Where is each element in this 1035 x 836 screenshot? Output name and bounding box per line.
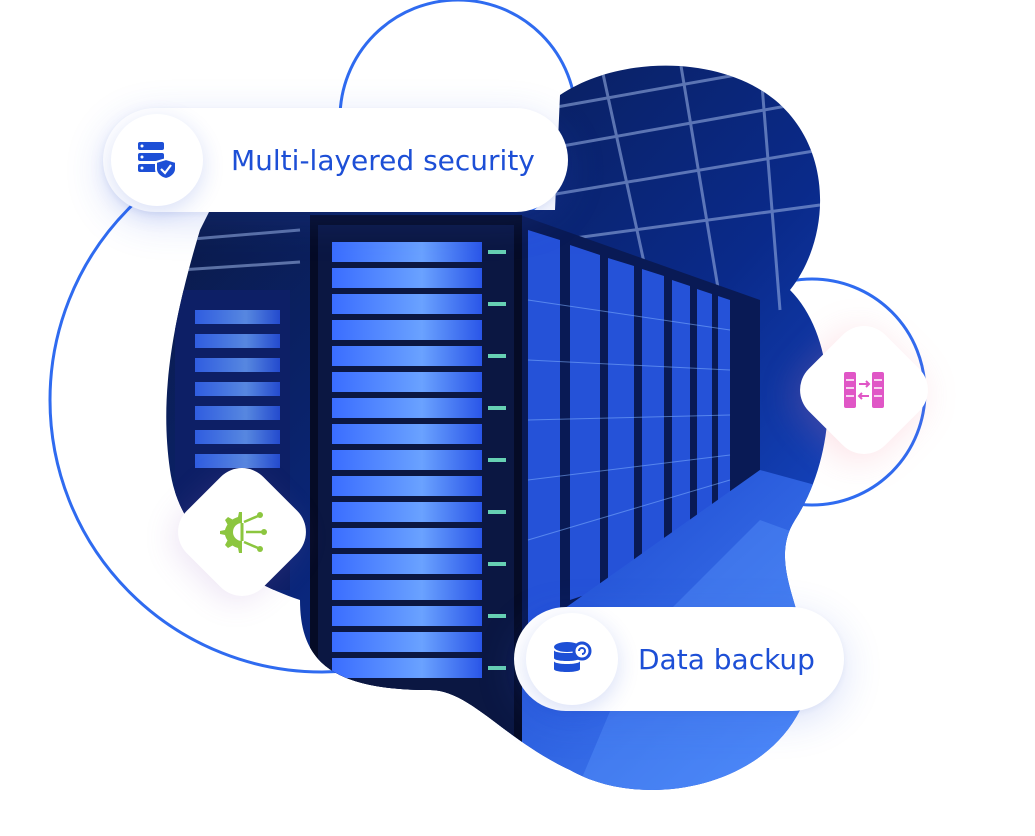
server-shield-icon — [111, 114, 203, 206]
feature-pill-security: Multi-layered security — [103, 108, 568, 212]
feature-diamond-transfer — [787, 313, 941, 467]
gear-circuit-icon — [214, 504, 270, 560]
feature-pill-backup: Data backup — [514, 607, 844, 711]
feature-label-backup: Data backup — [638, 642, 815, 676]
database-backup-icon — [526, 613, 618, 705]
feature-label-security: Multi-layered security — [231, 143, 535, 177]
feature-diamond-ai — [165, 455, 319, 609]
server-transfer-icon — [840, 366, 888, 414]
